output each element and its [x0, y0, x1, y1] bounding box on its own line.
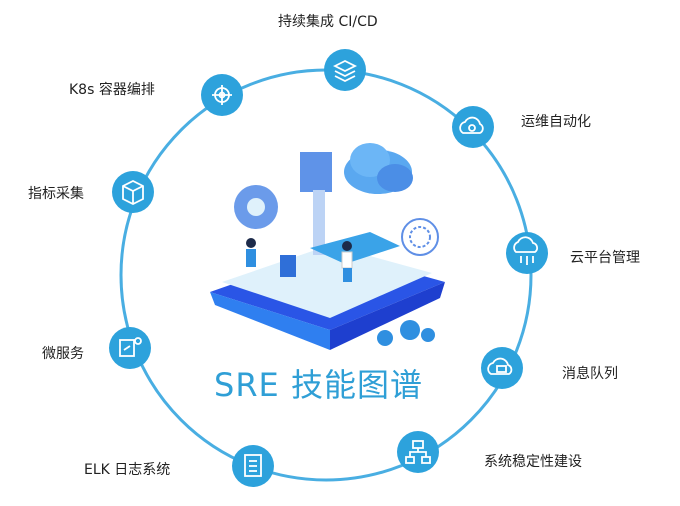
- box-icon: [122, 179, 144, 206]
- node-cicd[interactable]: [324, 49, 366, 91]
- label-message-queue: 消息队列: [562, 366, 618, 382]
- document-icon: [244, 454, 262, 477]
- label-cicd: 持续集成 CI/CD: [278, 14, 378, 30]
- gear-icon: [234, 185, 278, 229]
- radar-icon: [401, 218, 439, 256]
- cloud-message-icon: [487, 357, 513, 375]
- small-gears-icon: [377, 320, 435, 346]
- person: [246, 238, 256, 248]
- cloud-sync-icon: [459, 116, 484, 134]
- cloud-icon: [344, 143, 413, 194]
- node-microservices[interactable]: [109, 327, 151, 369]
- services-icon: [119, 337, 142, 357]
- label-metrics: 指标采集: [28, 186, 84, 202]
- label-microservices: 微服务: [42, 346, 84, 362]
- hierarchy-icon: [405, 440, 431, 464]
- label-automation: 运维自动化: [521, 114, 591, 130]
- person: [342, 241, 352, 251]
- node-automation[interactable]: [452, 106, 494, 148]
- desk: [310, 232, 400, 264]
- chair: [280, 255, 296, 277]
- layers-icon: [332, 59, 358, 83]
- label-cloud-platform: 云平台管理: [570, 250, 640, 266]
- cloud-network-icon: [513, 236, 538, 265]
- node-k8s[interactable]: [201, 74, 243, 116]
- node-metrics[interactable]: [112, 171, 154, 213]
- platform-top: [222, 245, 432, 318]
- node-stability[interactable]: [397, 431, 439, 473]
- center-illustration: [210, 143, 445, 350]
- monitor-panel: [300, 152, 332, 192]
- node-elk[interactable]: [232, 445, 274, 487]
- node-cloud-platform[interactable]: [506, 232, 548, 274]
- diagram-title: SRE 技能图谱: [214, 366, 423, 404]
- label-k8s: K8s 容器编排: [69, 82, 155, 98]
- label-elk: ELK 日志系统: [84, 462, 171, 478]
- helm-icon: [212, 85, 232, 105]
- node-message-queue[interactable]: [481, 347, 523, 389]
- label-stability: 系统稳定性建设: [484, 454, 582, 470]
